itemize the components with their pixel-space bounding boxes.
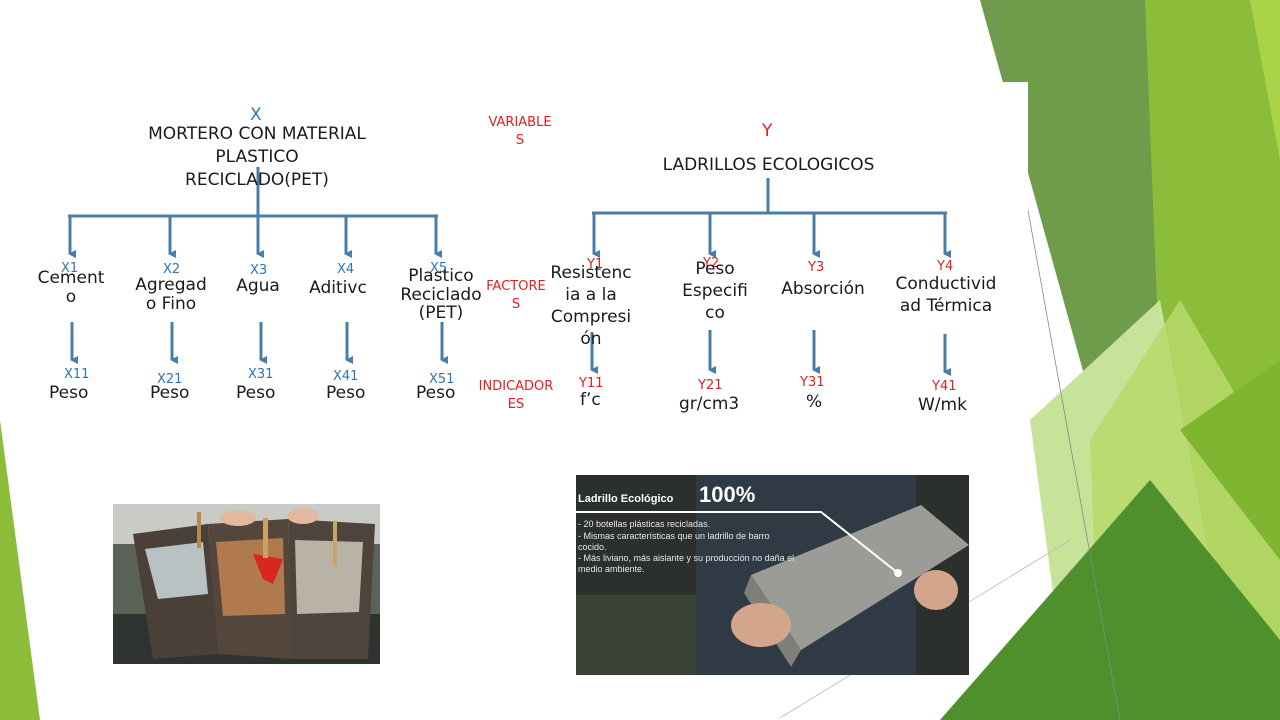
- label-line: INDICADOR: [478, 379, 554, 394]
- mortar-materials-photo: [113, 504, 380, 664]
- x-indicator: Peso: [416, 383, 456, 403]
- green-shape-bottom: [940, 480, 1280, 720]
- x-factor-code: X3: [250, 263, 268, 278]
- name-line: o Fino: [145, 293, 197, 314]
- label-factores: FACTORE S: [478, 278, 554, 313]
- y-factor-code: Y4: [937, 259, 954, 274]
- brick-heading: Ladrillo Ecológico: [578, 493, 674, 505]
- x-indicator-code: X11: [64, 367, 90, 382]
- x-factor-name: Cement o: [31, 269, 111, 306]
- y-indicator: W/mk: [918, 395, 967, 415]
- x-factor-name: Agua: [222, 277, 294, 296]
- x-factor-code: X1: [61, 261, 79, 276]
- brick-percent: 100%: [699, 482, 756, 507]
- brick-caption-line: cocido.: [578, 542, 607, 552]
- y-factor-name: Conductivid ad Térmica: [884, 273, 1008, 317]
- green-shape-right: [1180, 360, 1280, 560]
- name-line: Aditivc: [309, 278, 367, 298]
- x-factor-code: X5: [430, 261, 448, 276]
- y-factor-name: Resistenc ia a la Compresi ón: [541, 262, 641, 350]
- label-line: S: [511, 296, 521, 312]
- y-indicator: f’c: [580, 390, 601, 410]
- x-indicator-code: X21: [157, 372, 183, 387]
- photo-illustration: [576, 475, 969, 675]
- x-indicator-code: X41: [333, 369, 359, 384]
- y-indicator: gr/cm3: [679, 394, 740, 414]
- name-line: Especifi: [682, 281, 748, 302]
- label-indicadores: INDICADOR ES: [470, 378, 562, 413]
- brick-caption-line: medio ambiente.: [578, 564, 645, 574]
- x-indicator: Peso: [150, 383, 190, 403]
- y-indicator-code: Y31: [800, 375, 825, 390]
- name-line: Cement: [37, 268, 105, 288]
- tree-connectors: [68, 167, 951, 376]
- name-line: Plastico: [408, 266, 474, 286]
- x-factor-name: Aditivc: [302, 279, 374, 298]
- y-indicator-code: Y41: [932, 379, 957, 394]
- name-line: Agua: [236, 276, 280, 296]
- name-line: Reciclado: [400, 284, 482, 305]
- x-title-line: PLASTICO: [215, 146, 299, 167]
- name-line: ón: [580, 329, 602, 350]
- y-variable-code: Y: [762, 121, 773, 141]
- y-factor-code: Y1: [587, 257, 604, 272]
- name-line: ia a la: [565, 285, 617, 306]
- x-variable-code: X: [250, 105, 262, 125]
- label-line: S: [515, 132, 525, 148]
- x-factor-code: X2: [163, 262, 181, 277]
- label-variables: VARIABLE S: [480, 114, 560, 149]
- x-factor-name: Agregad o Fino: [128, 276, 214, 313]
- name-line: Peso: [695, 259, 735, 279]
- name-line: Agregad: [135, 275, 207, 295]
- label-line: VARIABLE: [488, 115, 552, 130]
- y-indicator-code: Y11: [579, 376, 604, 391]
- name-line: o: [65, 286, 77, 307]
- x-indicator: Peso: [326, 383, 366, 403]
- brick-caption-line: - 20 botellas plásticas recicladas.: [578, 519, 711, 529]
- name-line: Compresi: [550, 307, 632, 328]
- label-line: FACTORE: [486, 279, 546, 294]
- name-line: co: [705, 303, 725, 324]
- x-indicator: Peso: [236, 383, 276, 403]
- name-line: (PET): [418, 303, 464, 324]
- x-variable-title: MORTERO CON MATERIAL PLASTICO RECICLADO(…: [137, 123, 377, 192]
- name-line: Conductivid: [895, 274, 997, 294]
- brick-caption-line: - Mismas características que un ladrillo…: [578, 531, 770, 541]
- y-factor-code: Y2: [703, 256, 720, 271]
- x-factor-name: Plastico Reciclado (PET): [391, 267, 491, 323]
- x-indicator: Peso: [49, 383, 89, 403]
- label-line: ES: [507, 396, 525, 412]
- x-factor-code: X4: [337, 262, 355, 277]
- y-variable-title: LADRILLOS ECOLOGICOS: [662, 155, 875, 175]
- y-factor-name: Peso Especifi co: [669, 258, 761, 324]
- brick-caption-line: - Más liviano, más aislante y su producc…: [578, 553, 795, 563]
- x-indicator-code: X31: [248, 367, 274, 382]
- y-factor-name: Absorción: [772, 280, 874, 299]
- y-factor-code: Y3: [808, 260, 825, 275]
- name-line: Absorción: [781, 279, 865, 299]
- diagram-panel: [25, 82, 1028, 452]
- name-line: ad Térmica: [899, 296, 993, 317]
- eco-brick-photo: Ladrillo Ecológico 100% - 20 botellas pl…: [576, 475, 969, 675]
- x-title-line: MORTERO CON MATERIAL: [148, 124, 366, 144]
- green-shape-left: [0, 420, 40, 720]
- x-indicator-code: X51: [429, 372, 455, 387]
- name-line: Resistenc: [550, 263, 632, 283]
- y-indicator-code: Y21: [698, 378, 723, 393]
- photo-illustration: [113, 504, 380, 664]
- x-title-line: RECICLADO(PET): [185, 169, 329, 190]
- y-indicator: %: [806, 392, 823, 412]
- green-shape-top: [1250, 0, 1280, 160]
